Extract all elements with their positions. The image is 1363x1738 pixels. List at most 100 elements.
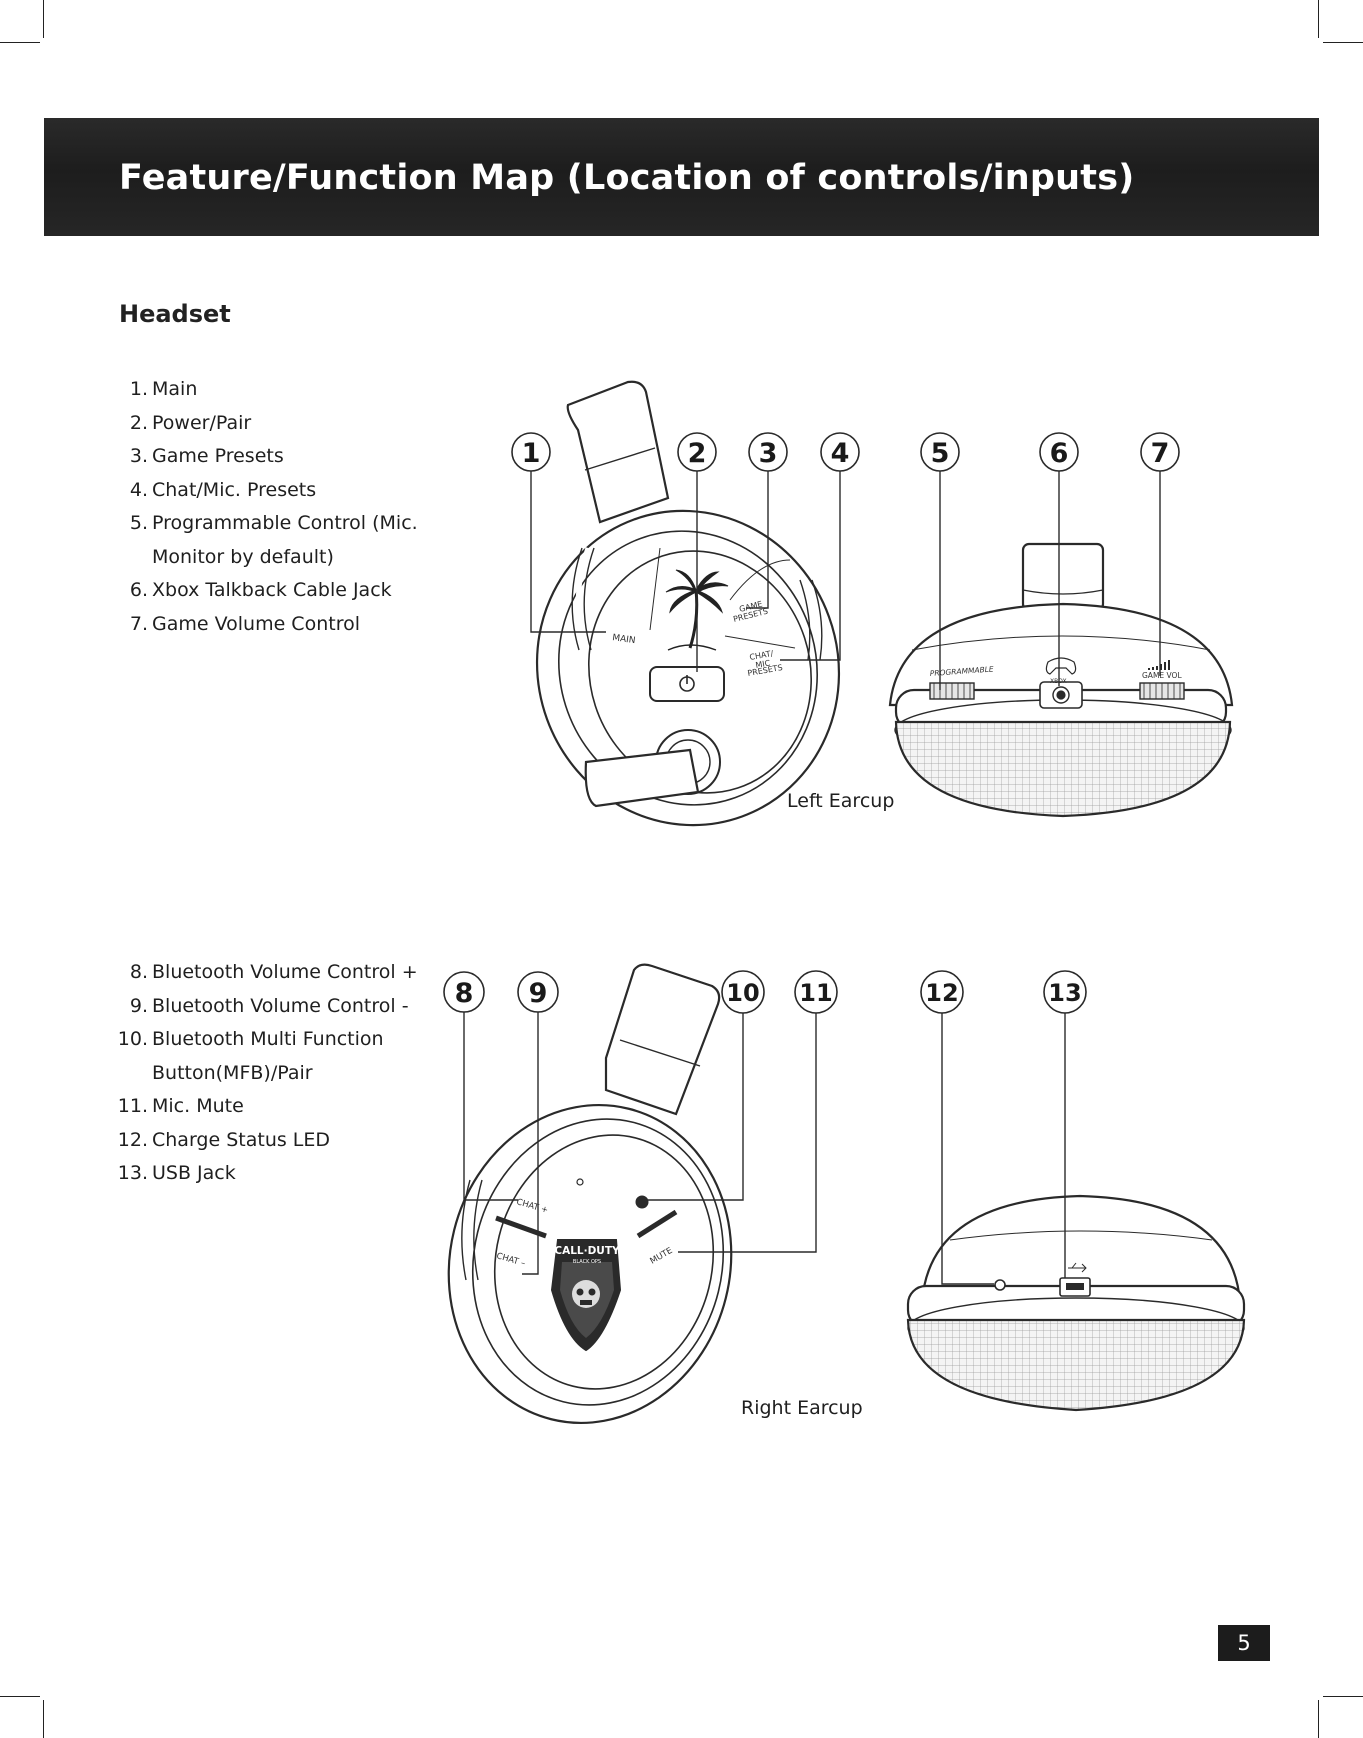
logo-text-black-ops: BLACK OPS	[573, 1259, 601, 1265]
callout-2: 2	[677, 432, 717, 472]
legend-item: 11.Mic. Mute	[110, 1090, 418, 1124]
legend-item: 3.Game Presets	[110, 440, 418, 474]
right-earcup-front-view	[906, 1194, 1246, 1412]
callout-7-label: 7	[1151, 438, 1170, 469]
page-number-box: 5	[1218, 1625, 1270, 1661]
legend-text: Bluetooth Volume Control +	[152, 961, 418, 983]
legend-number: 12.	[117, 1128, 148, 1151]
crop-mark-top-left-h	[0, 42, 40, 43]
callout-3: 3	[748, 432, 788, 472]
left-earcup-side-view	[535, 380, 841, 827]
legend-text: Game Volume Control	[152, 612, 360, 635]
crop-mark-bottom-left-v	[43, 1700, 44, 1738]
callout-1: 1	[511, 432, 551, 472]
callout-4-label: 4	[831, 438, 850, 469]
callout-11: 11	[794, 970, 838, 1014]
call-of-duty-logo	[550, 1239, 622, 1352]
callout-5: 5	[920, 432, 960, 472]
legend-number: 2.	[129, 411, 148, 434]
label-chat-mic-presets-1: CHAT/	[749, 649, 775, 662]
callout-8: 8	[443, 971, 485, 1013]
legend-item: 2.Power/Pair	[110, 407, 418, 441]
crop-mark-bottom-right-v	[1318, 1700, 1319, 1738]
crop-mark-bottom-right-h	[1323, 1696, 1363, 1697]
callout-13: 13	[1043, 970, 1087, 1014]
label-chat-mic-presets-2: MIC	[755, 658, 772, 670]
right-earcup-diagram: CALL·DUTY BLACK OPS CHAT + CHAT – MUTE 8…	[443, 963, 1246, 1424]
header-banner: Feature/Function Map (Location of contro…	[44, 118, 1319, 236]
label-xbox: XBOX	[1050, 678, 1067, 685]
legend-item: 6.Xbox Talkback Cable Jack	[110, 574, 418, 608]
legend-text: Chat/Mic. Presets	[152, 478, 317, 501]
left-earcup-diagram: MAIN GAME PRESETS CHAT/ MIC PRESETS PROG…	[511, 380, 1234, 827]
legend-text: Bluetooth Multi Function	[152, 1028, 384, 1050]
left-earcup-front-view	[888, 542, 1234, 818]
legend-number: 4.	[129, 478, 148, 501]
callout-13-label: 13	[1048, 979, 1081, 1007]
legend-text: Bluetooth Volume Control -	[152, 994, 409, 1017]
crop-mark-bottom-left-h	[0, 1696, 40, 1697]
legend-text: Mic. Mute	[152, 1095, 244, 1117]
right-earcup-legend: 8.Bluetooth Volume Control + 9.Bluetooth…	[110, 956, 418, 1191]
legend-text-continued: Monitor by default)	[152, 545, 334, 568]
legend-item: 8.Bluetooth Volume Control +	[110, 956, 418, 990]
legend-number: 9.	[129, 994, 148, 1017]
legend-item: 5.Programmable Control (Mic. Monitor by d…	[110, 507, 418, 574]
legend-text: USB Jack	[152, 1162, 236, 1184]
right-earcup-side-view	[447, 963, 733, 1424]
crop-mark-top-right-v	[1318, 0, 1319, 38]
page-title: Feature/Function Map (Location of contro…	[119, 158, 1135, 198]
callout-5-label: 5	[931, 438, 950, 469]
legend-text: Programmable Control (Mic.	[152, 512, 418, 534]
callout-9-label: 9	[529, 978, 548, 1009]
legend-text-continued: Button(MFB)/Pair	[152, 1061, 313, 1084]
label-main: MAIN	[612, 633, 636, 646]
callout-10-label: 10	[726, 979, 759, 1007]
legend-item: 4.Chat/Mic. Presets	[110, 474, 418, 508]
label-programmable: PROGRAMMABLE	[930, 665, 995, 678]
left-earcup-caption: Left Earcup	[787, 790, 895, 812]
legend-number: 10.	[117, 1028, 148, 1050]
legend-text: Charge Status LED	[152, 1128, 331, 1151]
callout-12-label: 12	[925, 979, 958, 1007]
legend-item: 12.Charge Status LED	[110, 1124, 418, 1158]
legend-item: 13.USB Jack	[110, 1157, 418, 1191]
section-heading: Headset	[119, 300, 231, 328]
logo-text-call-of-duty: CALL·DUTY	[554, 1245, 620, 1257]
callout-7: 7	[1140, 432, 1180, 472]
legend-number: 5.	[129, 512, 148, 534]
label-game-vol: GAME VOL	[1142, 671, 1182, 680]
callout-6: 6	[1039, 432, 1079, 472]
callout-10: 10	[721, 970, 765, 1014]
legend-number: 1.	[129, 378, 148, 400]
callout-3-label: 3	[759, 438, 778, 469]
legend-text: Xbox Talkback Cable Jack	[152, 579, 392, 601]
legend-text: Power/Pair	[152, 411, 252, 434]
callout-4: 4	[820, 432, 860, 472]
left-earcup-legend: 1.Main 2.Power/Pair 3.Game Presets 4.Cha…	[110, 373, 418, 641]
legend-number: 13.	[117, 1162, 148, 1184]
legend-item: 9.Bluetooth Volume Control -	[110, 990, 418, 1024]
right-leader-lines	[463, 1012, 1066, 1285]
callout-1-label: 1	[522, 438, 541, 469]
callout-12: 12	[920, 970, 964, 1014]
legend-number: 6.	[129, 579, 148, 601]
legend-item: 1.Main	[110, 373, 418, 407]
callout-6-label: 6	[1050, 438, 1069, 469]
legend-number: 3.	[129, 445, 148, 467]
crop-mark-top-left-v	[43, 0, 44, 38]
legend-text: Game Presets	[152, 445, 284, 467]
page-number: 5	[1237, 1631, 1251, 1655]
left-leader-lines	[530, 471, 1161, 690]
legend-number: 8.	[129, 961, 148, 983]
legend-item: 7.Game Volume Control	[110, 608, 418, 642]
callout-8-label: 8	[455, 978, 474, 1009]
crop-mark-top-right-h	[1323, 42, 1363, 43]
legend-number: 11.	[117, 1095, 148, 1117]
legend-text: Main	[152, 378, 198, 400]
callout-2-label: 2	[688, 438, 707, 469]
callout-9: 9	[517, 971, 559, 1013]
legend-number: 7.	[129, 612, 148, 635]
right-earcup-caption: Right Earcup	[741, 1397, 863, 1419]
